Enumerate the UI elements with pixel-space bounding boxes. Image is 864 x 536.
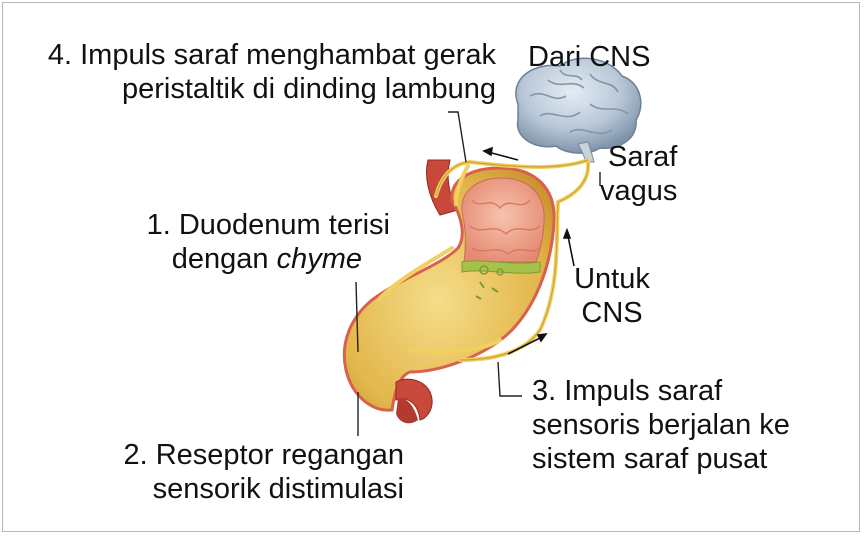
to-cns-line1: Untuk: [574, 263, 650, 295]
step1-line2-plain: dengan: [171, 243, 277, 275]
step3-label: 3. Impuls saraf sensoris berjalan ke sis…: [532, 374, 790, 476]
leader-lines: [355, 111, 601, 436]
duodenum: [395, 378, 433, 421]
step3-line1: 3. Impuls saraf: [532, 375, 723, 407]
chyme-level: [461, 260, 541, 274]
arrow-icon: [482, 146, 575, 355]
step2-line2: sensorik distimulasi: [152, 473, 404, 505]
step1-label: 1. Duodenum terisi dengan chyme: [100, 208, 390, 276]
step1-line2: dengan chyme: [100, 242, 390, 276]
step1-line1: 1. Duodenum terisi: [146, 209, 390, 241]
from-cns-label: Dari CNS: [528, 41, 651, 73]
step2-label: 2. Reseptor regangan sensorik distimulas…: [80, 438, 404, 506]
to-cns-line2: CNS: [581, 297, 643, 329]
step4-line1: 4. Impuls saraf menghambat gerak: [47, 39, 496, 71]
vagus-nerve-label: Saraf vagus: [600, 140, 677, 208]
step1-chyme-italic: chyme: [276, 243, 362, 275]
step3-line2: sensoris berjalan ke: [532, 409, 790, 441]
step3-line3: sistem saraf pusat: [532, 443, 768, 475]
to-cns-label: Untuk CNS: [566, 262, 658, 330]
brain-icon: [515, 57, 642, 163]
step4-label: 4. Impuls saraf menghambat gerak perista…: [10, 38, 496, 106]
vagus-line2: vagus: [600, 175, 678, 207]
stomach-fundus-lining: [461, 177, 545, 263]
step2-line1: 2. Reseptor regangan: [123, 439, 404, 471]
vagus-line1: Saraf: [608, 141, 678, 173]
step4-line2: peristaltik di dinding lambung: [122, 73, 496, 105]
